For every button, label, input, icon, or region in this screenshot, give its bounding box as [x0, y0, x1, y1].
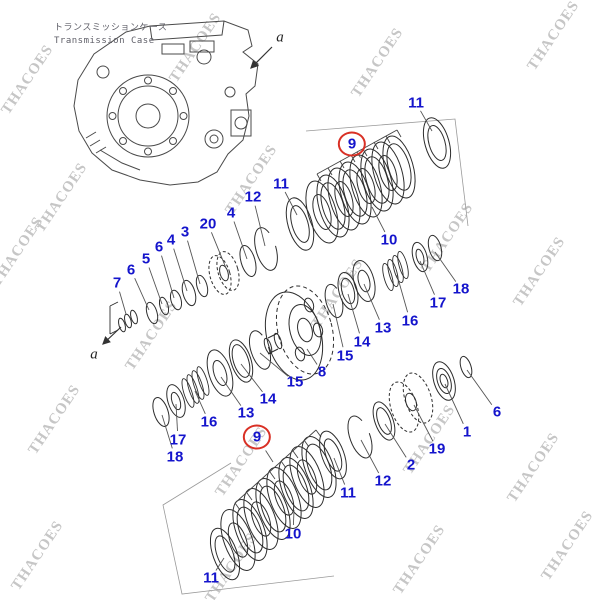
- part-callout-2[interactable]: 2: [406, 456, 416, 474]
- part-callout-6[interactable]: 6: [492, 403, 502, 421]
- part-callout-11[interactable]: 11: [340, 484, 356, 502]
- part-callout-13[interactable]: 13: [374, 319, 392, 337]
- part-callout-6[interactable]: 6: [154, 238, 164, 256]
- part-callout-14[interactable]: 14: [353, 333, 371, 351]
- part-callout-7[interactable]: 7: [112, 274, 122, 292]
- case-label: トランスミッションケース Transmission Case: [54, 22, 167, 47]
- part-callout-9[interactable]: 9: [337, 131, 367, 157]
- part-callout-5[interactable]: 5: [141, 250, 151, 268]
- part-callout-18[interactable]: 18: [166, 448, 184, 466]
- part-callout-12[interactable]: 12: [244, 188, 262, 206]
- section-arrows: [102, 46, 273, 345]
- part-callout-17[interactable]: 17: [169, 431, 187, 449]
- part-callout-9[interactable]: 9: [242, 424, 272, 450]
- part-callout-19[interactable]: 19: [428, 440, 446, 458]
- part-callout-4[interactable]: 4: [166, 231, 176, 249]
- part-callout-16[interactable]: 16: [401, 312, 419, 330]
- case-label-jp: トランスミッションケース: [54, 23, 168, 33]
- part-callout-18[interactable]: 18: [452, 280, 470, 298]
- case-label-en: Transmission Case: [54, 35, 155, 46]
- section-marker-label: a: [276, 29, 284, 46]
- part-callout-16[interactable]: 16: [200, 413, 218, 431]
- part-callout-20[interactable]: 20: [199, 215, 217, 233]
- part-callout-10[interactable]: 10: [380, 231, 398, 249]
- part-callout-3[interactable]: 3: [180, 223, 190, 241]
- part-callout-14[interactable]: 14: [259, 390, 277, 408]
- part-callout-13[interactable]: 13: [237, 404, 255, 422]
- middle-assembly: [152, 234, 443, 427]
- part-callout-4[interactable]: 4: [226, 204, 236, 222]
- part-callout-11[interactable]: 11: [203, 569, 219, 587]
- part-callout-1[interactable]: 1: [462, 423, 472, 441]
- part-callout-11[interactable]: 11: [408, 94, 424, 112]
- part-callout-15[interactable]: 15: [286, 373, 304, 391]
- clutch-pack-upper: [109, 117, 452, 335]
- part-callout-11[interactable]: 11: [273, 175, 289, 193]
- part-callout-10[interactable]: 10: [284, 525, 302, 543]
- group-boxes: [162, 118, 469, 595]
- part-callout-6[interactable]: 6: [126, 261, 136, 279]
- clutch-pack-lower: [209, 355, 473, 581]
- part-callout-12[interactable]: 12: [374, 472, 392, 490]
- leader-lines: [119, 110, 493, 571]
- part-callout-15[interactable]: 15: [336, 347, 354, 365]
- part-callout-17[interactable]: 17: [429, 294, 447, 312]
- section-marker-label: a: [90, 346, 98, 363]
- transmission-case-drawing: [73, 20, 259, 186]
- part-callout-8[interactable]: 8: [317, 363, 327, 381]
